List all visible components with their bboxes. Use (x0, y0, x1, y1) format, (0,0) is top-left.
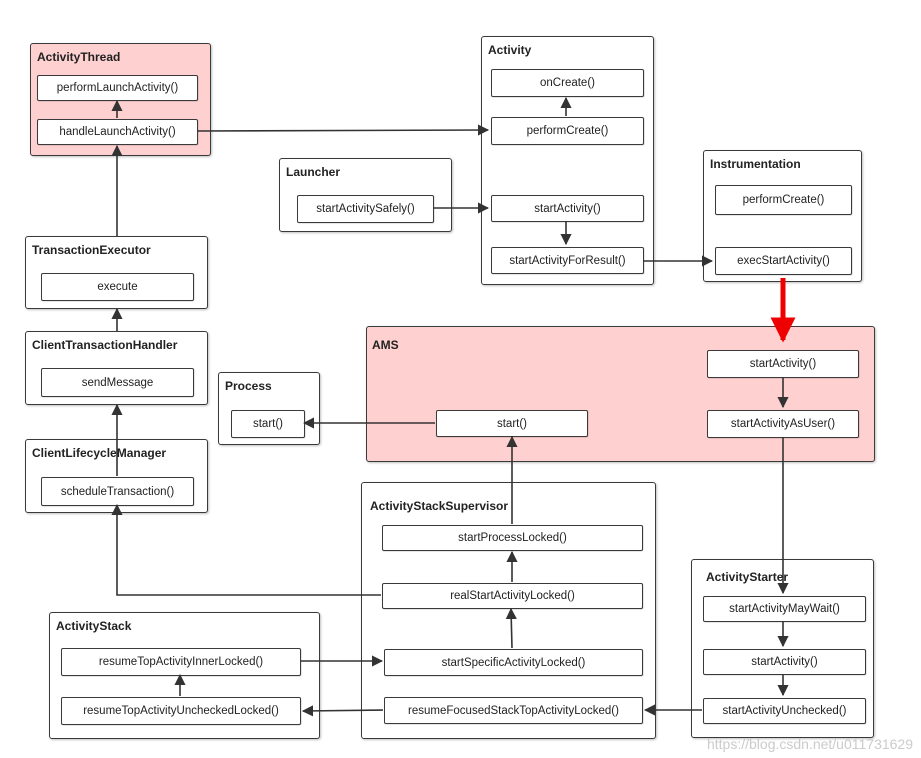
send-message-method: sendMessage (41, 368, 194, 397)
resume-top-activity-unchecked-locked-method: resumeTopActivityUncheckedLocked() (61, 697, 301, 725)
start-activity-unchecked-method: startActivityUnchecked() (703, 698, 866, 724)
perform-launch-activity-method: performLaunchActivity() (37, 75, 198, 101)
client-lifecycle-manager-title: ClientLifecycleManager (32, 446, 167, 460)
client-transaction-handler-group: ClientTransactionHandler sendMessage (25, 331, 208, 405)
activity-stack-supervisor-title: ActivityStackSupervisor (370, 499, 509, 513)
ams-title: AMS (372, 338, 399, 352)
real-start-activity-locked-method: realStartActivityLocked() (382, 583, 643, 609)
arrow-handle-launch-to-activity-perform-create (196, 124, 490, 136)
resume-top-activity-inner-locked-method: resumeTopActivityInnerLocked() (61, 648, 301, 676)
activity-perform-create-method: performCreate() (491, 117, 644, 145)
activity-starter-group: ActivityStarter startActivityMayWait() s… (691, 559, 874, 738)
activity-stack-group: ActivityStack resumeTopActivityInnerLock… (49, 612, 320, 739)
execute-method: execute (41, 273, 194, 301)
client-lifecycle-manager-group: ClientLifecycleManager scheduleTransacti… (25, 439, 208, 513)
activity-start-activity-method: startActivity() (491, 195, 644, 222)
transaction-executor-group: TransactionExecutor execute (25, 236, 208, 309)
exec-start-activity-method: execStartActivity() (715, 247, 852, 275)
start-process-locked-method: startProcessLocked() (382, 525, 643, 551)
instrumentation-group: Instrumentation performCreate() execStar… (703, 150, 862, 282)
on-create-method: onCreate() (491, 69, 644, 97)
start-activity-may-wait-method: startActivityMayWait() (703, 596, 866, 622)
start-activity-safely-method: startActivitySafely() (297, 195, 434, 223)
activity-stack-title: ActivityStack (56, 619, 132, 633)
resume-focused-stack-top-activity-locked-method: resumeFocusedStackTopActivityLocked() (384, 697, 643, 724)
ams-group: AMS start() startActivity() startActivit… (366, 326, 875, 462)
start-activity-for-result-method: startActivityForResult() (491, 247, 644, 274)
start-activity-as-user-method: startActivityAsUser() (707, 410, 859, 438)
ams-start-activity-method: startActivity() (707, 350, 859, 378)
activity-thread-group: ActivityThread performLaunchActivity() h… (30, 43, 211, 156)
schedule-transaction-method: scheduleTransaction() (41, 477, 194, 506)
start-specific-activity-locked-method: startSpecificActivityLocked() (384, 649, 643, 676)
arrow-real-start-to-lifecycle (111, 503, 381, 596)
instrumentation-title: Instrumentation (710, 157, 801, 171)
client-transaction-handler-title: ClientTransactionHandler (32, 338, 178, 352)
activity-thread-title: ActivityThread (37, 50, 121, 64)
transaction-executor-title: TransactionExecutor (32, 243, 151, 257)
process-group: Process start() (218, 372, 320, 445)
handle-launch-activity-method: handleLaunchActivity() (37, 119, 198, 145)
instrumentation-perform-create-method: performCreate() (715, 185, 852, 215)
activity-group: Activity onCreate() performCreate() star… (481, 36, 654, 285)
starter-start-activity-method: startActivity() (703, 649, 866, 675)
process-title: Process (225, 379, 272, 393)
activity-stack-supervisor-group: ActivityStackSupervisor startProcessLock… (361, 482, 656, 739)
watermark: https://blog.csdn.net/u011731629 (706, 736, 913, 752)
activity-title: Activity (488, 43, 532, 57)
process-start-method: start() (231, 410, 305, 438)
ams-start-method: start() (436, 410, 588, 437)
launcher-title: Launcher (286, 165, 341, 179)
launcher-group: Launcher startActivitySafely() (279, 158, 452, 232)
activity-starter-title: ActivityStarter (706, 570, 789, 584)
